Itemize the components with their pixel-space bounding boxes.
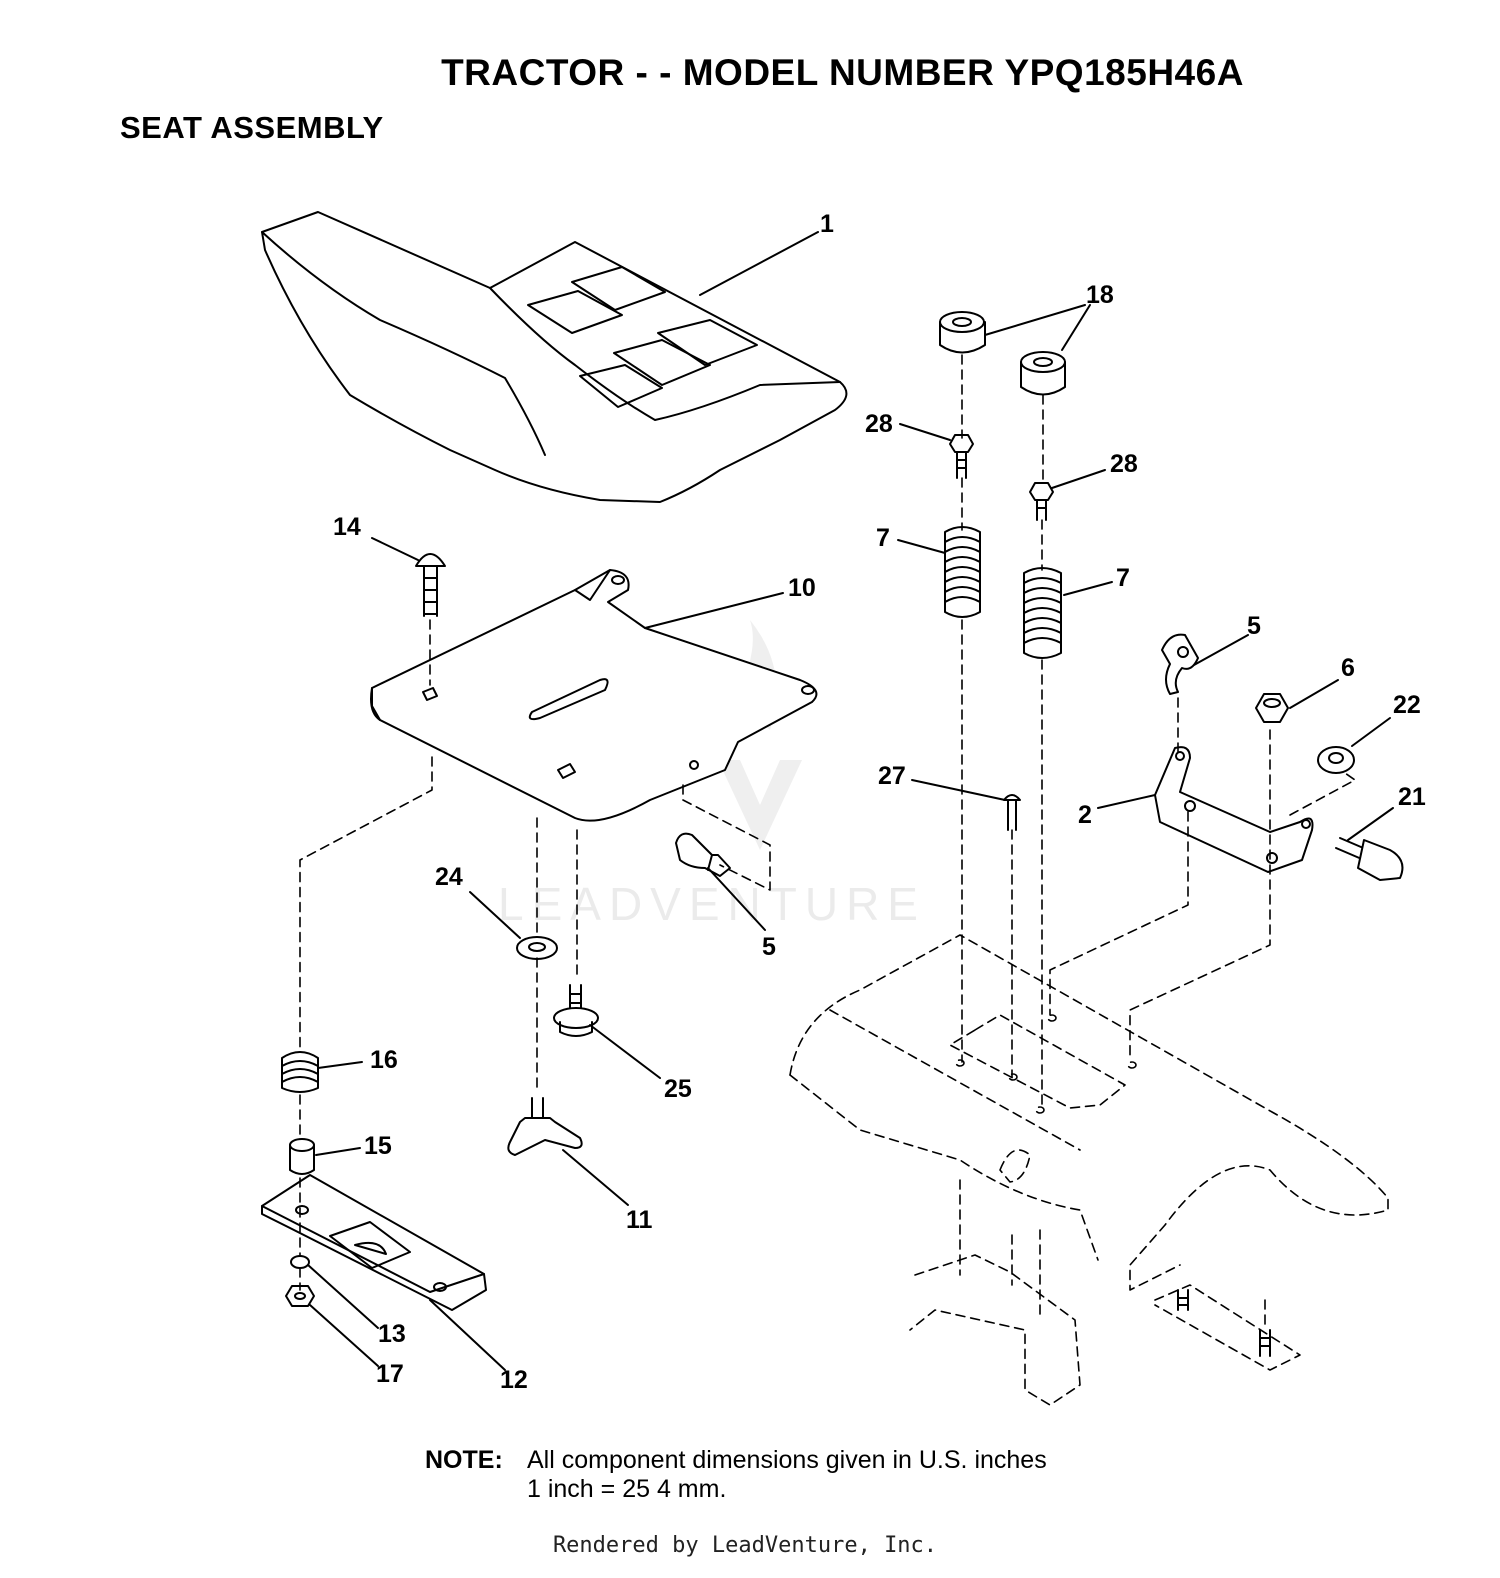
seat <box>261 211 848 503</box>
bushing-left <box>939 311 986 354</box>
clip-lower <box>675 832 731 877</box>
callout-28-left: 28 <box>865 410 893 438</box>
flange-nut-22 <box>1317 746 1355 774</box>
footer-credit: Rendered by LeadVenture, Inc. <box>552 1533 938 1558</box>
callout-12: 12 <box>500 1366 528 1394</box>
watermark-logo <box>718 620 802 850</box>
callout-17: 17 <box>376 1360 404 1388</box>
hex-nut-6 <box>1255 693 1289 723</box>
pin-27 <box>1003 794 1021 831</box>
callout-1: 1 <box>820 210 834 238</box>
note-text: All component dimensions given in U.S. i… <box>527 1446 1047 1504</box>
callout-6: 6 <box>1341 654 1355 682</box>
bracket <box>1154 746 1314 873</box>
washer-13 <box>290 1255 310 1269</box>
spring-left <box>944 526 981 618</box>
callout-2: 2 <box>1078 801 1092 829</box>
flange-nut-17 <box>285 1285 315 1307</box>
bushing-right <box>1020 351 1066 396</box>
callout-25: 25 <box>664 1075 692 1103</box>
callout-16: 16 <box>370 1046 398 1074</box>
watermark-text: LEADVENTURE <box>498 878 926 930</box>
section-title: SEAT ASSEMBLY <box>120 110 384 145</box>
watermark: LEADVENTURE <box>498 620 926 930</box>
note-line-1: All component dimensions given in U.S. i… <box>527 1446 1047 1474</box>
callout-11: 11 <box>626 1206 653 1234</box>
callout-14: 14 <box>333 513 361 541</box>
callout-22: 22 <box>1393 691 1421 719</box>
carriage-bolt <box>415 553 446 617</box>
bolt-28-right <box>1029 482 1054 521</box>
callout-18: 18 <box>1086 281 1114 309</box>
callout-7-right: 7 <box>1116 564 1130 592</box>
note: NOTE: All component dimensions given in U… <box>425 1446 1047 1504</box>
seat-plate <box>370 569 818 822</box>
slide-plate <box>261 1174 487 1311</box>
callout-24: 24 <box>435 863 463 891</box>
callout-15: 15 <box>364 1132 392 1160</box>
tractor-frame <box>789 934 1389 1406</box>
callouts: 1 18 28 28 14 10 7 7 5 6 22 27 2 21 24 5… <box>333 210 1426 1394</box>
callout-7-left: 7 <box>876 524 890 552</box>
leader-lines <box>307 231 1394 1371</box>
spacer-15 <box>289 1138 315 1175</box>
knob-11 <box>507 1097 583 1156</box>
spring-right <box>1023 567 1062 659</box>
clip-upper <box>1161 633 1199 695</box>
note-label: NOTE: <box>425 1446 503 1474</box>
callout-13: 13 <box>378 1320 406 1348</box>
spring-16 <box>281 1051 319 1093</box>
callout-28-right: 28 <box>1110 450 1138 478</box>
callout-27: 27 <box>878 762 906 790</box>
frame-bolts <box>1177 1289 1271 1357</box>
page-title: TRACTOR - - MODEL NUMBER YPQ185H46A <box>441 52 1244 93</box>
washer-24 <box>516 936 558 960</box>
note-line-2: 1 inch = 25 4 mm. <box>527 1475 727 1503</box>
bolt-28-left <box>949 434 974 479</box>
assembly-lines <box>299 354 1356 1326</box>
callout-5-lower: 5 <box>762 933 776 961</box>
shoulder-bolt-21 <box>1335 837 1404 881</box>
flange-bolt-25 <box>553 984 599 1037</box>
callout-5-upper: 5 <box>1247 612 1261 640</box>
callout-10: 10 <box>788 574 816 602</box>
callout-21: 21 <box>1398 783 1426 811</box>
